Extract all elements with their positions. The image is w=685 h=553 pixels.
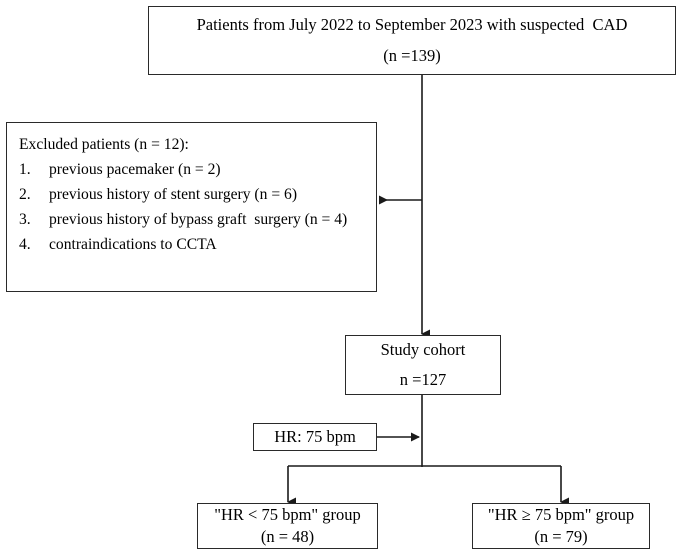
enrollment-count: (n =139) — [383, 46, 441, 65]
excluded-reason-list: 1. previous pacemaker (n = 2) 2. previou… — [19, 161, 366, 254]
excluded-item-number: 4. — [19, 236, 31, 253]
group-low-label: "HR < 75 bpm" group — [214, 505, 361, 524]
box-study-cohort: Study cohort n =127 — [345, 335, 501, 395]
box-hr-threshold: HR: 75 bpm — [253, 423, 377, 451]
box-excluded-patients: Excluded patients (n = 12): 1. previous … — [6, 122, 377, 292]
box-group-hr-low: "HR < 75 bpm" group (n = 48) — [197, 503, 378, 549]
excluded-heading: Excluded patients (n = 12): — [19, 136, 189, 153]
list-item: 4. contraindications to CCTA — [19, 236, 366, 254]
enrollment-line-1: Patients from July 2022 to September 202… — [196, 15, 628, 34]
cohort-count: n =127 — [399, 370, 447, 389]
box-enrollment: Patients from July 2022 to September 202… — [148, 6, 676, 75]
list-item: 3. previous history of bypass graft surg… — [19, 211, 366, 229]
cohort-label: Study cohort — [380, 340, 466, 359]
excluded-item-text: previous history of bypass graft surgery… — [49, 211, 348, 228]
box-group-hr-high: "HR ≥ 75 bpm" group (n = 79) — [472, 503, 650, 549]
group-high-count: (n = 79) — [534, 527, 588, 546]
excluded-item-text: previous history of stent surgery (n = 6… — [49, 186, 298, 203]
excluded-item-text: contraindications to CCTA — [49, 236, 217, 253]
list-item: 2. previous history of stent surgery (n … — [19, 186, 366, 204]
group-low-count: (n = 48) — [260, 527, 315, 546]
excluded-item-number: 1. — [19, 161, 31, 178]
excluded-item-number: 2. — [19, 186, 31, 203]
group-high-label: "HR ≥ 75 bpm" group — [487, 505, 635, 524]
excluded-item-text: previous pacemaker (n = 2) — [49, 161, 221, 178]
hr-threshold-label: HR: 75 bpm — [274, 427, 356, 446]
excluded-item-number: 3. — [19, 211, 31, 228]
list-item: 1. previous pacemaker (n = 2) — [19, 161, 366, 179]
